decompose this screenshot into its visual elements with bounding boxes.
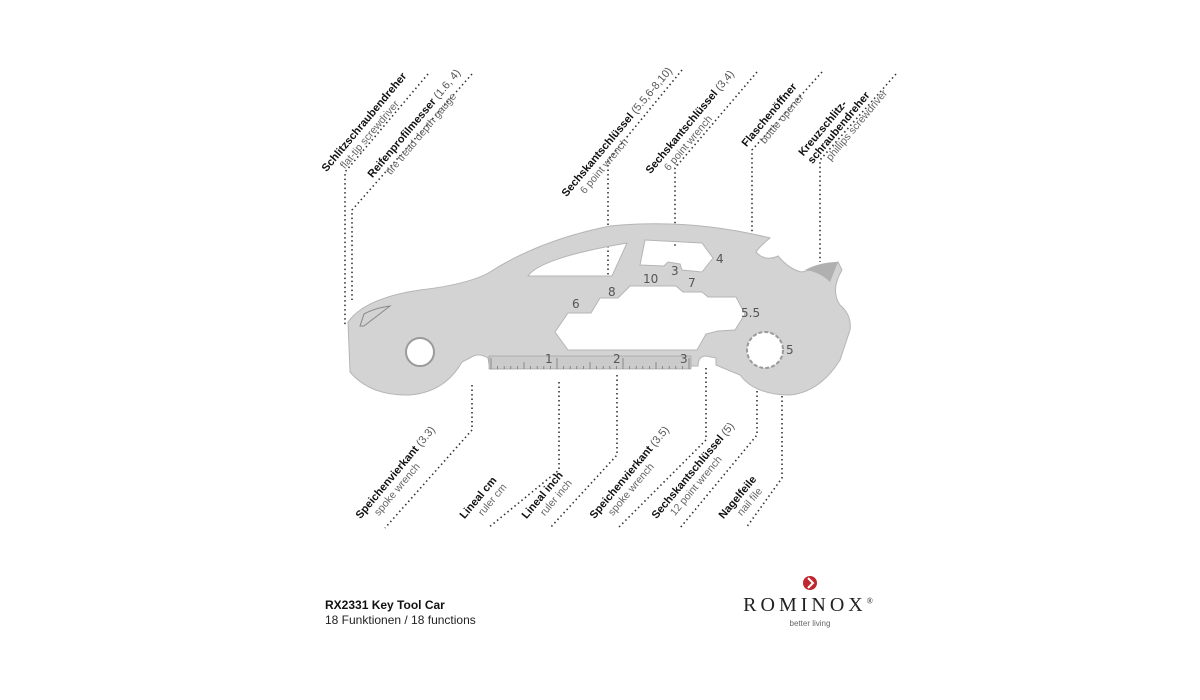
leader-bottle-opener — [751, 71, 823, 250]
leader-spoke-33 — [384, 385, 473, 529]
product-subtitle: 18 Funktionen / 18 functions — [325, 613, 476, 627]
headlight — [359, 305, 392, 327]
leader-spoke-35 — [617, 368, 707, 529]
marking-7: 7 — [688, 276, 696, 290]
leader-lines — [344, 69, 897, 529]
leader-flat-screwdriver — [344, 73, 429, 325]
brand-logo: ROMINOX® better living — [735, 574, 885, 628]
marking-3: 3 — [671, 264, 679, 278]
phillips-tip — [805, 262, 838, 282]
marking-10: 10 — [643, 272, 658, 286]
marking-5-5: 5.5 — [741, 306, 760, 320]
marking-8: 8 — [608, 285, 616, 299]
ruler-mark-2: 2 — [613, 352, 621, 366]
rominox-logo-mark — [803, 576, 817, 590]
product-title: RX2331 Key Tool Car — [325, 598, 445, 612]
brand-name: ROMINOX® — [743, 594, 877, 616]
leader-tread-gauge — [351, 73, 473, 300]
ruler-mark-3: 3 — [680, 352, 688, 366]
tool-markings: 6 8 10 3 7 4 5.5 5 1 2 3 — [545, 252, 794, 366]
marking-5: 5 — [786, 343, 794, 357]
car-key-tool — [347, 223, 851, 396]
product-caption: RX2331 Key Tool Car 18 Funktionen / 18 f… — [325, 598, 476, 628]
ruler-ticks — [490, 358, 690, 369]
ruler-mark-1: 1 — [545, 352, 553, 366]
leader-6pt-wrench-small — [674, 71, 758, 248]
marking-6: 6 — [572, 297, 580, 311]
car-body — [347, 223, 851, 396]
12-point-wrench-hole — [746, 331, 784, 369]
marking-4: 4 — [716, 252, 724, 266]
brand-tagline: better living — [789, 619, 831, 628]
leader-ruler-cm — [487, 382, 560, 529]
key-ring-hole — [405, 337, 435, 367]
leader-nail-file — [745, 378, 783, 529]
